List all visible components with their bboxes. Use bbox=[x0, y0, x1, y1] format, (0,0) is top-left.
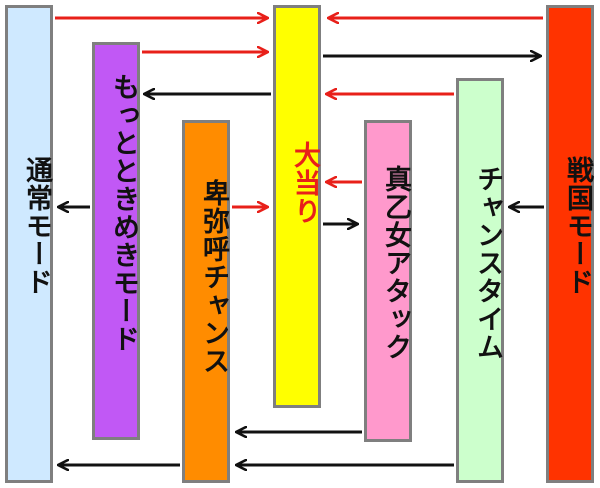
oatari-label: 大当り bbox=[289, 141, 320, 225]
oatari-box: 大当り bbox=[273, 5, 321, 408]
tsujo-mode-label: 通常モード bbox=[21, 156, 52, 296]
mottotokimeki-mode-box: もっとときめきモード bbox=[92, 42, 140, 440]
himiko-chance-box: 卑弥呼チャンス bbox=[182, 120, 230, 483]
maotome-attack-box: 真乙女アタック bbox=[364, 120, 412, 442]
chance-time-box: チャンスタイム bbox=[456, 78, 504, 483]
mottotokimeki-mode-label: もっとときめきモード bbox=[108, 73, 139, 353]
chance-time-label: チャンスタイム bbox=[472, 165, 503, 361]
maotome-attack-label: 真乙女アタック bbox=[380, 165, 411, 361]
sengoku-mode-box: 戦国モード bbox=[546, 5, 594, 483]
himiko-chance-label: 卑弥呼チャンス bbox=[198, 179, 229, 375]
sengoku-mode-label: 戦国モード bbox=[562, 156, 593, 296]
tsujo-mode-box: 通常モード bbox=[5, 5, 53, 483]
